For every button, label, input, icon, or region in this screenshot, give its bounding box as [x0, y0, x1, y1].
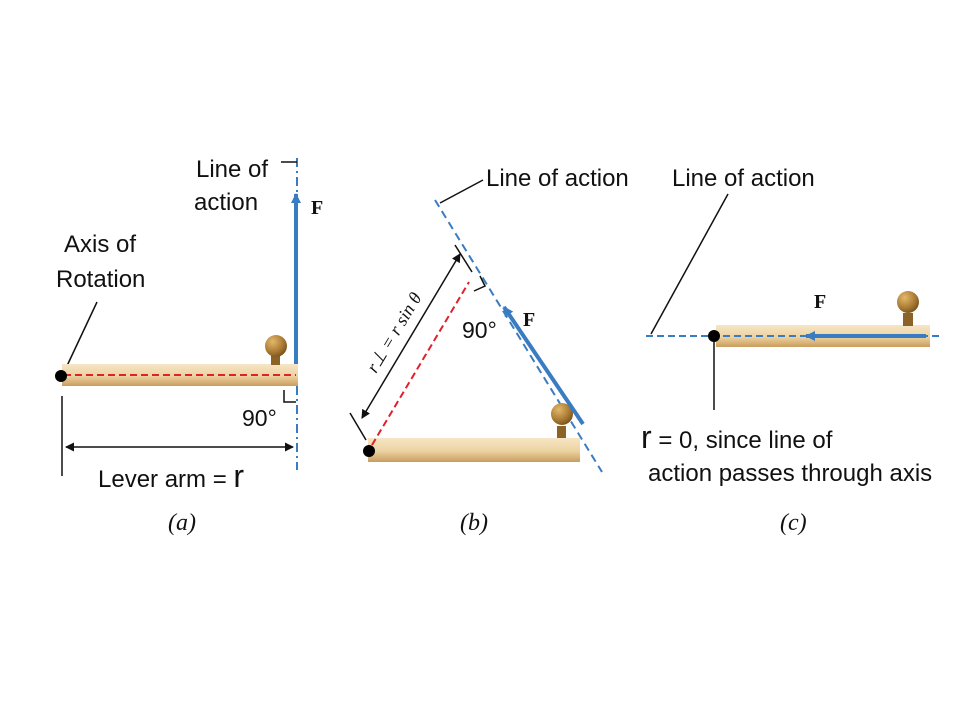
caption-b: (b) — [460, 510, 488, 536]
panel-a: Line of action F Axis of Rotation 90° Le… — [55, 156, 323, 536]
angle-label-b: 90° — [462, 317, 497, 343]
note-line-c-2: action passes through axis — [648, 460, 932, 487]
knob-c — [897, 291, 919, 326]
axis-label-a-1: Axis of — [64, 231, 136, 258]
axis-dot-a — [55, 370, 67, 382]
lever-bar-b — [368, 438, 580, 462]
lever-arm-symbol: r — [233, 458, 244, 494]
perp-dimension-b — [361, 253, 461, 419]
line-of-action-pointer-c — [650, 193, 729, 335]
force-label-a: F — [311, 197, 323, 219]
line-of-action-pointer-b — [439, 179, 484, 204]
note-line-c-1: r = 0, since line of — [641, 419, 833, 455]
knob-a — [265, 335, 287, 365]
axis-pointer-a — [65, 301, 98, 369]
note-text-c-1: = 0, since line of — [652, 427, 833, 454]
knob-b — [551, 403, 573, 438]
panel-c: Line of action F r = 0, since line of ac… — [641, 165, 940, 536]
line-of-action-label-a-2: action — [194, 189, 258, 216]
force-label-b: F — [523, 309, 535, 331]
angle-label-a: 90° — [242, 405, 277, 431]
lever-arm-label-a: Lever arm = r — [98, 458, 244, 494]
line-of-action-label-b: Line of action — [486, 165, 629, 192]
note-symbol-c: r — [641, 419, 652, 455]
perp-label-b: r⊥ = r sin θ — [362, 289, 425, 376]
line-of-action-label-a-1: Line of — [196, 156, 268, 183]
caption-a: (a) — [168, 510, 196, 536]
line-of-action-b — [434, 199, 603, 473]
axis-label-a-2: Rotation — [56, 266, 145, 293]
axis-dot-b — [363, 445, 375, 457]
right-angle-b — [473, 275, 487, 292]
caption-c: (c) — [780, 510, 807, 536]
axis-dot-c — [708, 330, 720, 342]
right-angle-a — [283, 390, 296, 403]
perp-extension-high — [454, 244, 473, 273]
force-label-c: F — [814, 291, 826, 313]
force-arrow-b — [502, 305, 585, 426]
line-of-action-label-c: Line of action — [672, 165, 815, 192]
lever-arm-text: Lever arm = — [98, 466, 233, 493]
panel-b: Line of action F 90° r⊥ = r sin θ (b) — [349, 165, 629, 536]
perp-extension-low — [349, 412, 367, 441]
